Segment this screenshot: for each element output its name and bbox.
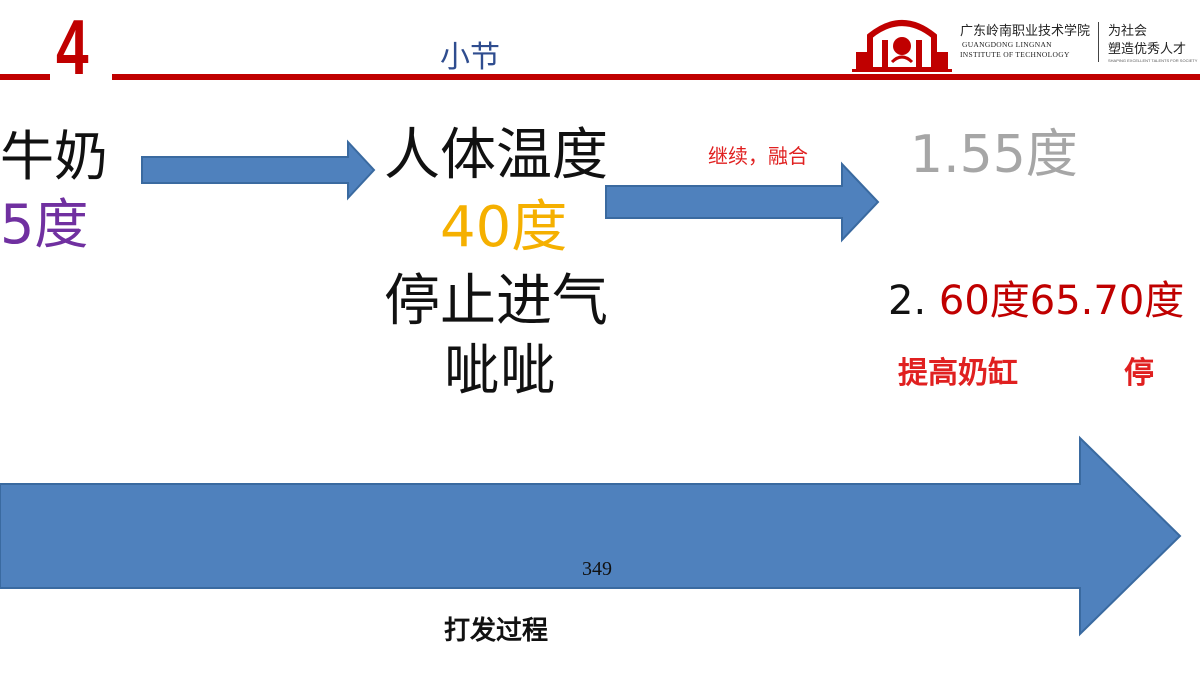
stop-label: 停 (1124, 356, 1154, 391)
header-rule-right (112, 74, 1200, 80)
milk-temperature: 5度 (0, 193, 89, 256)
header-rule-left (0, 74, 50, 80)
college-motto-line1: 为社会 (1108, 24, 1148, 39)
milk-label: 牛奶 (0, 125, 108, 188)
college-motto-line2: 塑造优秀人才 (1108, 42, 1187, 57)
college-motto-en: SHAPING EXCELLENT TALENTS FOR SOCIETY (1108, 58, 1198, 63)
body-temperature-label: 人体温度 (384, 123, 608, 188)
college-name-en-line1: GUANGDONG LINGNAN (962, 40, 1052, 49)
logo-divider (1098, 22, 1099, 62)
step-2: 2. 60度65.70度 (888, 268, 1184, 326)
stop-air-label: 停止进气 (384, 269, 608, 334)
raise-pitcher-label: 提高奶缸 (898, 356, 1018, 391)
body-temperature-value: 40度 (440, 195, 568, 260)
arrow-body-to-steps (605, 161, 880, 243)
college-name-en-line2: INSTITUTE OF TECHNOLOGY (960, 50, 1070, 59)
step-2-text: 60度65.70度 (938, 278, 1185, 324)
step-1: 1.55度 (910, 125, 1078, 185)
college-logo: 广东岭南职业技术学院 GUANGDONG LINGNAN INSTITUTE O… (852, 16, 1197, 74)
process-label: 打发过程 (444, 616, 549, 646)
page-title: 小节 (440, 40, 500, 75)
college-name-cn: 广东岭南职业技术学院 (960, 24, 1091, 39)
hiss-label: 呲呲 (444, 339, 556, 404)
arrow-process (0, 435, 1182, 637)
continue-merge-label: 继续，融合 (708, 144, 808, 168)
college-emblem-icon (852, 20, 952, 72)
page-number: 349 (582, 558, 612, 580)
arrow-milk-to-body (141, 139, 376, 201)
step-2-number: 2. (888, 278, 927, 324)
section-number: 4 (56, 3, 89, 91)
